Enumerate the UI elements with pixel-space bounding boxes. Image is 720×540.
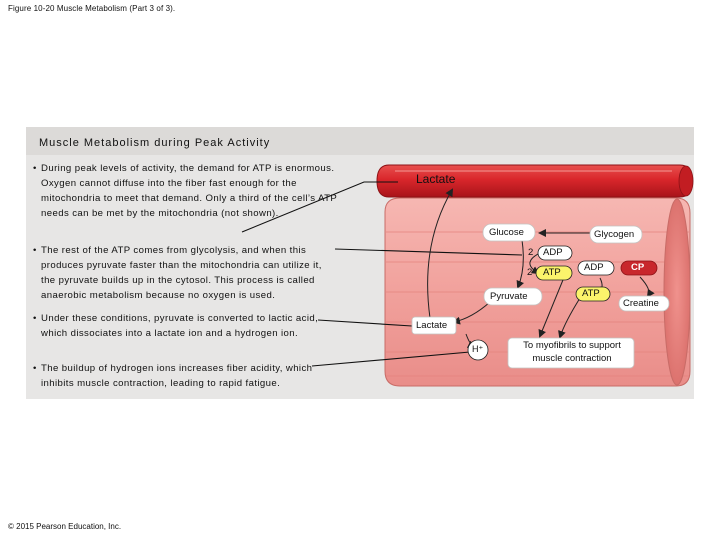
atp-count-label: 2: [527, 267, 533, 278]
pyruvate-label: Pyruvate: [490, 291, 528, 302]
pointer-line-bullet-3: [317, 319, 413, 327]
bullet-marker: •: [33, 245, 37, 256]
glucose-label: Glucose: [489, 227, 524, 238]
myofibrils-label: To myofibrils to support muscle contract…: [523, 340, 621, 364]
bullet-text: The buildup of hydrogen ions increases f…: [41, 363, 313, 389]
pyruvate-to-lactate-arrow: [452, 301, 491, 325]
bullet-item: • The rest of the ATP comes from glycoly…: [33, 243, 338, 303]
pointer-lines: [241, 181, 523, 367]
cp-label: CP: [631, 262, 645, 273]
adp-label: ADP: [543, 247, 563, 258]
blood-vessel: [376, 164, 694, 198]
lactate-exit-arrow: [427, 188, 454, 319]
pointer-line-bullet-4: [311, 351, 471, 367]
bullet-text: The rest of the ATP comes from glycolysi…: [41, 245, 322, 301]
atp-label: ATP: [543, 267, 561, 278]
glycolysis-arrow: [516, 239, 525, 289]
pathway-arrows: [427, 188, 655, 348]
adp-right-label: ADP: [584, 262, 604, 273]
lactate-label: Lactate: [416, 320, 448, 331]
pointer-line-bullet-2: [334, 248, 523, 256]
atp-to-myofibrils-arrow: [558, 297, 581, 339]
label-shapes: [411, 223, 670, 369]
bullet-text: Under these conditions, pyruvate is conv…: [41, 313, 319, 339]
blood-lactate-label: Lactate: [416, 172, 456, 186]
panel-header: [26, 127, 694, 155]
bullet-item: • Under these conditions, pyruvate is co…: [33, 311, 323, 341]
hydrogen-ion-label: H⁺: [472, 344, 484, 354]
glycogen-label: Glycogen: [594, 229, 635, 240]
atp-to-myofibrils-arrow-2: [538, 274, 566, 338]
bullet-marker: •: [33, 163, 37, 174]
pointer-line-bullet-1: [241, 181, 398, 233]
bullet-item: • During peak levels of activity, the de…: [33, 161, 338, 221]
bullet-marker: •: [33, 313, 37, 324]
creatine-label: Creatine: [623, 298, 659, 309]
bullet-item: • The buildup of hydrogen ions increases…: [33, 361, 343, 391]
adp-count-label: 2: [528, 247, 534, 258]
atp-right-label: ATP: [582, 288, 600, 299]
copyright-notice: © 2015 Pearson Education, Inc.: [8, 522, 122, 531]
cp-to-creatine-arrow: [639, 276, 655, 298]
panel-title: Muscle Metabolism during Peak Activity: [39, 137, 271, 149]
bullet-marker: •: [33, 363, 37, 374]
figure-title: Figure 10-20 Muscle Metabolism (Part 3 o…: [8, 4, 176, 13]
bullet-text: During peak levels of activity, the dema…: [41, 163, 337, 219]
